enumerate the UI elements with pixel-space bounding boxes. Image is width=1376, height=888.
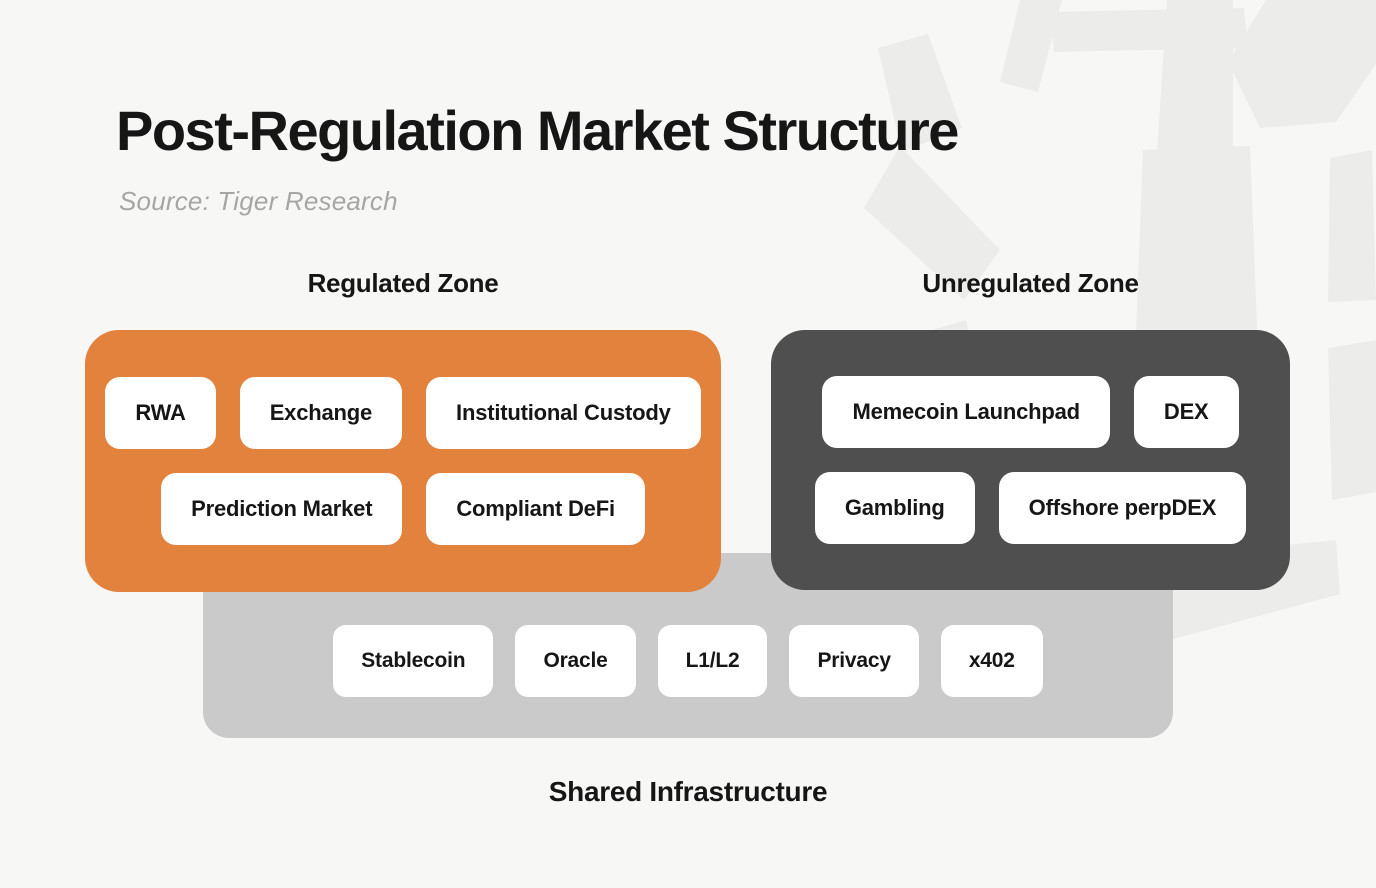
chip-dex: DEX [1133, 376, 1239, 448]
page-title: Post-Regulation Market Structure [116, 99, 959, 162]
chip-prediction-market: Prediction Market [161, 473, 403, 545]
unregulated-chip-row-1: Memecoin Launchpad DEX [771, 376, 1290, 448]
chip-compliant-defi: Compliant DeFi [426, 473, 645, 545]
chip-memecoin-launchpad: Memecoin Launchpad [822, 376, 1110, 448]
shared-chip-row: Stablecoin Oracle L1/L2 Privacy x402 [333, 625, 1043, 697]
chip-offshore-perpdex: Offshore perpDEX [998, 472, 1247, 544]
regulated-chip-row-1: RWA Exchange Institutional Custody [85, 377, 721, 449]
chip-rwa: RWA [105, 377, 216, 449]
regulated-zone-label: Regulated Zone [307, 268, 499, 298]
chip-exchange: Exchange [239, 377, 403, 449]
source-caption: Source: Tiger Research [119, 186, 398, 216]
unregulated-zone-label: Unregulated Zone [922, 268, 1139, 298]
unregulated-chip-row-2: Gambling Offshore perpDEX [771, 472, 1290, 544]
unregulated-zone-box: Memecoin Launchpad DEX Gambling Offshore… [771, 330, 1290, 590]
chip-l1-l2: L1/L2 [657, 625, 768, 697]
chip-oracle: Oracle [515, 625, 636, 697]
chip-institutional-custody: Institutional Custody [426, 377, 701, 449]
shared-infrastructure-label: Shared Infrastructure [548, 776, 828, 807]
chip-x402: x402 [940, 625, 1043, 697]
regulated-zone-box: RWA Exchange Institutional Custody Predi… [85, 330, 721, 592]
chip-stablecoin: Stablecoin [333, 625, 494, 697]
chip-gambling: Gambling [814, 472, 975, 544]
chip-privacy: Privacy [789, 625, 919, 697]
regulated-chip-row-2: Prediction Market Compliant DeFi [85, 473, 721, 545]
